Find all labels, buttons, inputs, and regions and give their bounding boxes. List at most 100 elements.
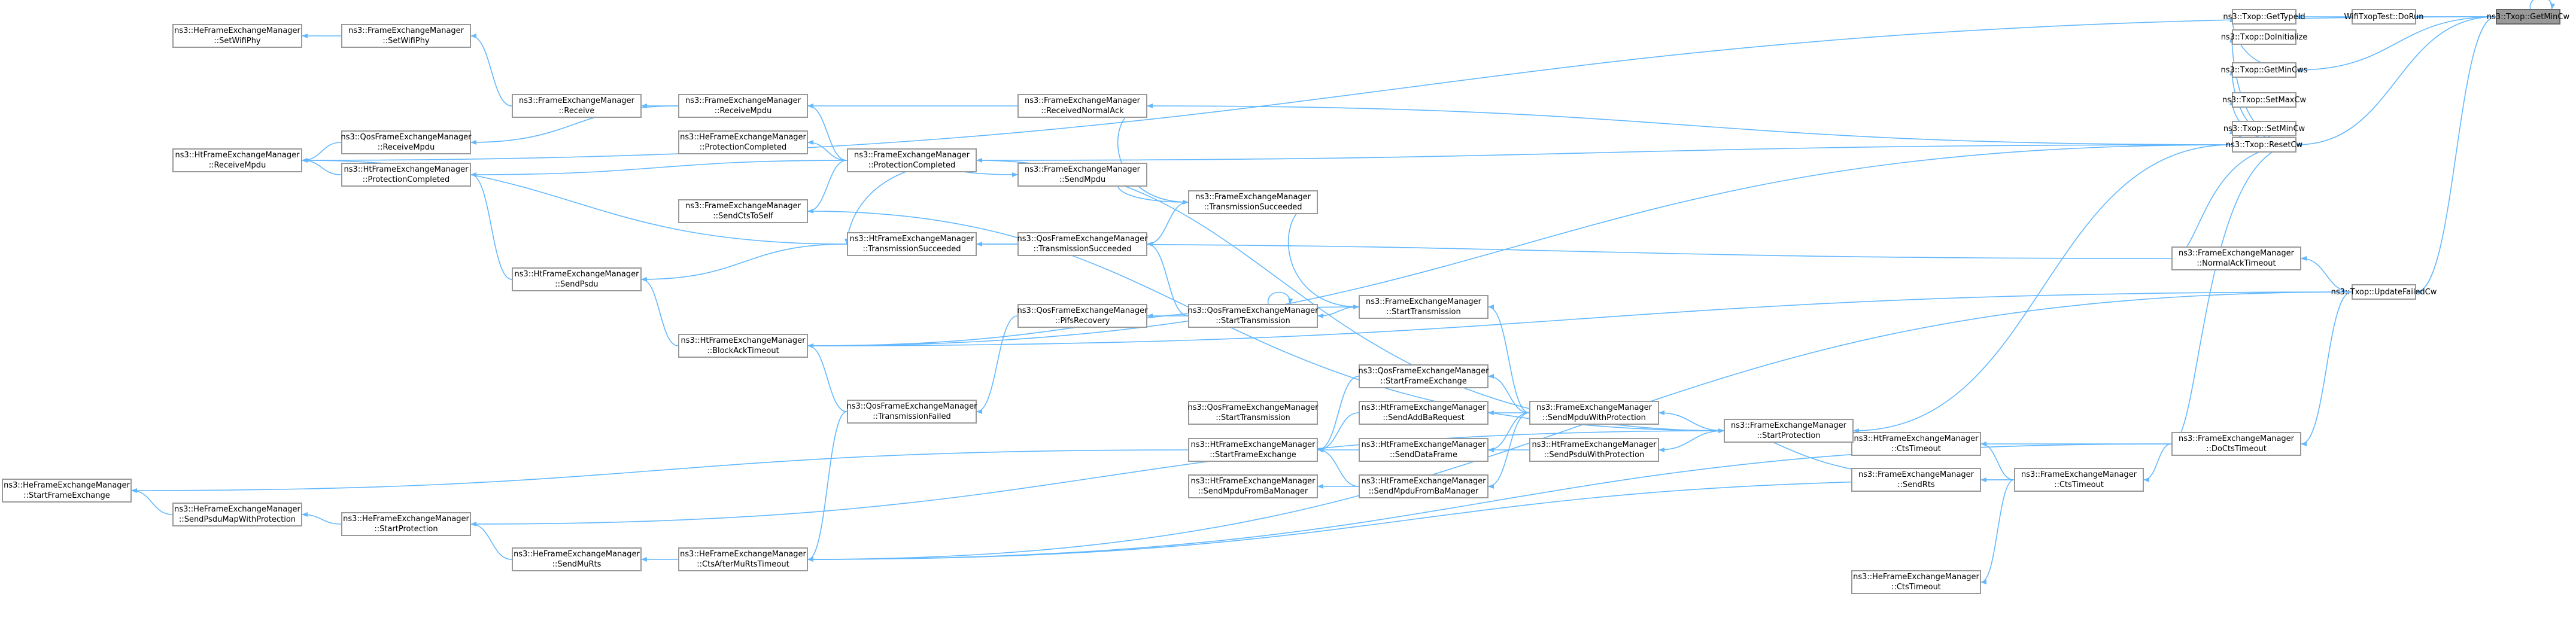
call-edge <box>1658 430 1724 452</box>
graph-node-fem-normalacktimeout[interactable]: ns3::FrameExchangeManager::NormalAckTime… <box>2171 246 2301 270</box>
graph-node-ht-sendpsdu[interactable]: ns3::HtFrameExchangeManager::SendPsdu <box>512 267 642 291</box>
node-label: ::NormalAckTimeout <box>2197 259 2276 268</box>
node-label: ns3::FrameExchangeManager <box>1024 165 1141 174</box>
graph-node-ht-sendaddbarequest[interactable]: ns3::HtFrameExchangeManager::SendAddBaRe… <box>1359 401 1489 425</box>
graph-node-qos-startframeexchange[interactable]: ns3::QosFrameExchangeManager::StartFrame… <box>1359 364 1489 388</box>
call-edge <box>2296 16 2496 72</box>
graph-node-fem-starttransmission[interactable]: ns3::FrameExchangeManager::StartTransmis… <box>1359 295 1489 319</box>
node-label: ::SendRts <box>1897 480 1935 489</box>
call-edge <box>1317 412 1359 452</box>
node-label: ns3::HtFrameExchangeManager <box>1190 440 1316 449</box>
node-label: ns3::HeFrameExchangeManager <box>514 550 640 559</box>
node-label: ::BlockAckTimeout <box>707 346 779 355</box>
node-label: ::ProtectionCompleted <box>362 175 450 184</box>
node-label: ns3::HtFrameExchangeManager <box>1361 403 1486 412</box>
graph-node-he-sendmurts[interactable]: ns3::HeFrameExchangeManager::SendMuRts <box>512 547 642 571</box>
graph-node-fem-doctstimeout[interactable]: ns3::FrameExchangeManager::DoCtsTimeout <box>2171 432 2301 456</box>
graph-node-fem-receive[interactable]: ns3::FrameExchangeManager::Receive <box>512 94 642 118</box>
call-edge <box>641 277 679 346</box>
node-label: ::CtsTimeout <box>1891 583 1941 592</box>
graph-node-ht-receivempdu[interactable]: ns3::HtFrameExchangeManager::ReceiveMpdu <box>172 148 302 172</box>
graph-node-getmincws[interactable]: ns3::Txop::GetMinCws <box>2221 62 2307 78</box>
graph-node-qos-receivempdu[interactable]: ns3::QosFrameExchangeManager::ReceiveMpd… <box>341 130 472 154</box>
graph-node-ht-blockacktimeout[interactable]: ns3::HtFrameExchangeManager::BlockAckTim… <box>678 334 808 358</box>
graph-node-ht-sendmpdufrombamanager[interactable]: ns3::HtFrameExchangeManager::SendMpduFro… <box>1359 474 1489 498</box>
call-edge <box>131 449 1189 493</box>
node-label: ns3::FrameExchangeManager <box>348 26 464 35</box>
graph-node-he-ctstimeout[interactable]: ns3::HeFrameExchangeManager::CtsTimeout <box>1851 570 1981 594</box>
node-label: ::StartProtection <box>1757 431 1821 440</box>
graph-node-fem-sendmpduwithprotection[interactable]: ns3::FrameExchangeManager::SendMpduWithP… <box>1529 401 1659 425</box>
call-edge <box>807 443 2172 562</box>
node-label: ::SendPsduWithProtection <box>1544 450 1645 459</box>
graph-node-qos-pifsrecovery[interactable]: ns3::QosFrameExchangeManager::PifsRecove… <box>1017 304 1148 328</box>
graph-node-he-ctsaftermutimeout[interactable]: ns3::HeFrameExchangeManager::CtsAfterMuR… <box>678 547 808 571</box>
call-edge <box>807 479 2015 562</box>
graph-node-updatefailedcw[interactable]: ns3::Txop::UpdateFailedCw <box>2331 284 2437 300</box>
graph-node-he-sendpsdumapwithprotection[interactable]: ns3::HeFrameExchangeManager::SendPsduMap… <box>172 503 302 526</box>
graph-node-ht-ctstimeout[interactable]: ns3::HtFrameExchangeManager::CtsTimeout <box>1851 432 1981 456</box>
graph-node-fem-sendmpdu[interactable]: ns3::FrameExchangeManager::SendMpdu <box>1017 163 1147 187</box>
graph-node-wifitxoptest[interactable]: WifiTxopTest::DoRun <box>2344 9 2424 25</box>
graph-node-ht-transmissionsucceeded[interactable]: ns3::HtFrameExchangeManager::Transmissio… <box>847 232 977 256</box>
node-label: ns3::FrameExchangeManager <box>1858 470 1974 479</box>
node-label: ::CtsTimeout <box>2054 480 2104 489</box>
call-edge <box>807 411 847 562</box>
call-edge <box>470 172 512 280</box>
node-label: ::SetWifiPhy <box>382 36 430 45</box>
graph-node-fem-setwifiphy[interactable]: ns3::FrameExchangeManager::SetWifiPhy <box>341 24 471 48</box>
node-label: ns3::HtFrameExchangeManager <box>175 151 300 160</box>
node-label: ns3::QosFrameExchangeManager <box>1017 306 1148 315</box>
graph-node-doinitialize[interactable]: ns3::Txop::DoInitialize <box>2221 29 2307 45</box>
call-edge <box>1488 374 1530 413</box>
node-label: ::StartTransmission <box>1386 308 1461 316</box>
graph-node-ht-startframeexchange[interactable]: ns3::HtFrameExchangeManager::StartFrameE… <box>1188 438 1318 462</box>
graph-node-qos-starttransmission-a[interactable]: ns3::QosFrameExchangeManager::StartTrans… <box>1188 401 1319 425</box>
graph-node-qos-transmissionsucceeded[interactable]: ns3::QosFrameExchangeManager::Transmissi… <box>1017 232 1148 256</box>
graph-node-fem-ctstimeout[interactable]: ns3::FrameExchangeManager::CtsTimeout <box>2014 468 2144 492</box>
node-label: ::StartTransmission <box>1216 413 1290 422</box>
graph-node-setmaxcw[interactable]: ns3::Txop::SetMaxCw <box>2222 92 2306 108</box>
graph-node-qos-starttransmission[interactable]: ns3::QosFrameExchangeManager::StartTrans… <box>1188 304 1319 328</box>
node-label: ::StartFrameExchange <box>1380 377 1467 386</box>
node-label: ns3::QosFrameExchangeManager <box>341 133 472 142</box>
graph-node-he-protectioncompleted[interactable]: ns3::HeFrameExchangeManager::ProtectionC… <box>678 130 808 154</box>
graph-node-fem-receivempdu[interactable]: ns3::FrameExchangeManager::ReceiveMpdu <box>678 94 808 118</box>
graph-node-fem-transmissionsucceeded[interactable]: ns3::FrameExchangeManager::TransmissionS… <box>1188 190 1318 214</box>
node-label: ::SendAddBaRequest <box>1383 413 1465 422</box>
call-edge <box>302 16 2496 163</box>
graph-node-ht-protectioncompleted[interactable]: ns3::HtFrameExchangeManager::ProtectionC… <box>341 163 471 187</box>
node-label: ::TransmissionFailed <box>873 412 951 421</box>
graph-node-he-setwifiphy[interactable]: ns3::HeFrameExchangeManager::SetWifiPhy <box>172 24 302 48</box>
graph-node-he-startframeexchange[interactable]: ns3::HeFrameExchangeManager::StartFrameE… <box>2 479 132 503</box>
graph-node-fem-sendrts[interactable]: ns3::FrameExchangeManager::SendRts <box>1851 468 1981 492</box>
graph-node-fem-startprotection[interactable]: ns3::FrameExchangeManager::StartProtecti… <box>1724 419 1854 443</box>
call-edge <box>2143 443 2172 482</box>
node-label: ns3::Txop::GetMinCws <box>2220 65 2308 75</box>
graph-node-setmincw[interactable]: ns3::Txop::SetMinCw <box>2223 121 2305 136</box>
graph-node-ht-sendmpdufrombamanager2[interactable]: ns3::HtFrameExchangeManager::SendMpduFro… <box>1188 474 1318 498</box>
node-label: ::StartTransmission <box>1216 316 1290 325</box>
call-edge <box>1658 410 1724 431</box>
graph-node-resetcw[interactable]: ns3::Txop::ResetCw <box>2226 137 2302 153</box>
node-label: ns3::Txop::DoInitialize <box>2220 32 2308 42</box>
graph-node-gettypeid[interactable]: ns3::Txop::GetTypeId <box>2223 9 2305 25</box>
graph-node-ht-sendpsduwithprotection[interactable]: ns3::HtFrameExchangeManager::SendPsduWit… <box>1529 438 1659 462</box>
node-label: ns3::QosFrameExchangeManager <box>1017 235 1148 243</box>
graph-node-qos-transmissionfailed[interactable]: ns3::QosFrameExchangeManager::Transmissi… <box>847 400 977 424</box>
node-label: ns3::HtFrameExchangeManager <box>681 336 806 345</box>
graph-node-fem-receivednormalack[interactable]: ns3::FrameExchangeManager::ReceivedNorma… <box>1017 94 1147 118</box>
node-label: ns3::HeFrameExchangeManager <box>680 133 806 142</box>
graph-node-he-startprotection[interactable]: ns3::HeFrameExchangeManager::StartProtec… <box>341 512 471 536</box>
graph-node-ht-senddataframe[interactable]: ns3::HtFrameExchangeManager::SendDataFra… <box>1359 438 1489 462</box>
node-label: ::SendCtsToSelf <box>713 212 773 221</box>
graph-node-fem-protectioncompleted[interactable]: ns3::FrameExchangeManager::ProtectionCom… <box>847 148 977 172</box>
call-edge <box>1317 376 1359 452</box>
call-edge <box>1853 144 2232 433</box>
node-label: ::ProtectionCompleted <box>868 161 956 170</box>
node-label: ns3::FrameExchangeManager <box>1730 421 1847 430</box>
call-edge <box>1268 291 1293 305</box>
graph-node-fem-sendctstoself[interactable]: ns3::FrameExchangeManager::SendCtsToSelf <box>678 199 808 223</box>
call-edge <box>470 522 512 560</box>
